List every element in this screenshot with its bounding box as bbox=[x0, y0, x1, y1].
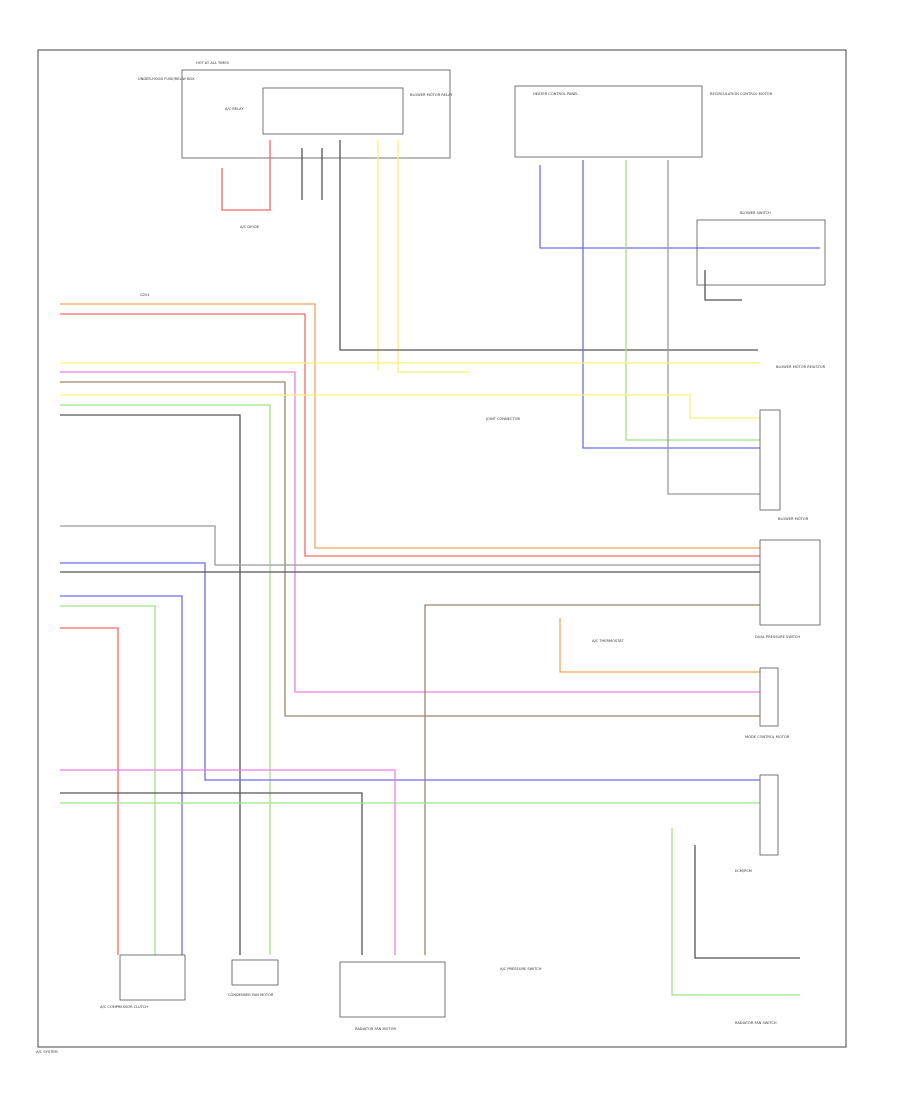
wire-yellow-2 bbox=[60, 394, 760, 419]
dual-pressure-switch-label: DUAL PRESSURE SWITCH bbox=[755, 635, 800, 639]
wire-brown-mid bbox=[424, 604, 760, 955]
condenser-fan-label: CONDENSER FAN MOTOR bbox=[228, 993, 274, 997]
radiator-fan-label: RADIATOR FAN MOTOR bbox=[355, 1027, 396, 1031]
wire-pink-main bbox=[60, 371, 760, 693]
compressor-clutch-box bbox=[119, 954, 186, 1001]
wire-dark-relay bbox=[339, 140, 758, 351]
wire-blue-heater-2 bbox=[582, 160, 760, 449]
wire-dark-lower bbox=[60, 792, 363, 955]
ac-thermostat-label: A/C THERMOSTAT bbox=[592, 639, 624, 643]
hot-at-all-times-label: HOT AT ALL TIMES bbox=[196, 61, 230, 65]
wire-dark-switch bbox=[704, 270, 742, 301]
wire-green-ecm bbox=[671, 828, 800, 996]
underhood-fuse-box bbox=[181, 69, 451, 159]
wire-green-heater bbox=[625, 160, 760, 441]
recirc-control-label: RECIRCULATION CONTROL MOTOR bbox=[710, 92, 773, 96]
wire-green-main bbox=[60, 404, 271, 955]
radiator-fan-box bbox=[339, 961, 446, 1018]
wire-gray-heater bbox=[667, 160, 760, 495]
blower-motor-label: BLOWER MOTOR bbox=[778, 517, 809, 521]
wire-red-mid bbox=[60, 627, 119, 955]
ground-label: G201 bbox=[140, 293, 150, 297]
diagram-frame bbox=[37, 49, 847, 1048]
mode-motor-label: MODE CONTROL MOTOR bbox=[745, 735, 790, 739]
wire-gray-mid bbox=[60, 525, 760, 566]
dual-pressure-connector bbox=[759, 539, 821, 626]
wire-red-main bbox=[60, 313, 760, 557]
wire-dark-ecm bbox=[694, 845, 800, 959]
wire-pink-lower bbox=[60, 769, 396, 955]
heater-control-box bbox=[514, 85, 703, 158]
mode-motor-connector bbox=[759, 667, 779, 727]
blower-relay-label: BLOWER MOTOR RELAY bbox=[410, 93, 453, 97]
ac-pressure-switch-label: A/C PRESSURE SWITCH bbox=[500, 967, 542, 971]
wire-red-fuse bbox=[221, 140, 271, 211]
heater-control-label: HEATER CONTROL PANEL bbox=[533, 92, 578, 96]
diagram-footer: A/C SYSTEM bbox=[36, 1050, 58, 1054]
wire-orange-mid bbox=[559, 618, 760, 673]
blower-motor-connector bbox=[759, 409, 781, 511]
underhood-fuse-box-label: UNDER-HOOD FUSE/RELAY BOX bbox=[138, 77, 195, 81]
resistor-label: BLOWER MOTOR RESISTOR bbox=[776, 365, 826, 369]
blower-relay-box bbox=[262, 87, 404, 135]
radiator-fan-switch-label: RADIATOR FAN SWITCH bbox=[735, 1021, 777, 1025]
wire-orange-main bbox=[60, 303, 760, 549]
compressor-clutch-label: A/C COMPRESSOR CLUTCH bbox=[100, 1005, 148, 1009]
wire-blue-mid-2 bbox=[60, 595, 183, 955]
ecm-connector bbox=[759, 774, 779, 856]
blower-switch-label: BLOWER SWITCH bbox=[740, 211, 771, 215]
wire-dark-main bbox=[60, 414, 241, 955]
blower-switch-box bbox=[696, 219, 826, 286]
junction-connector-label: JOINT CONNECTOR bbox=[485, 417, 520, 421]
wire-blue-mid bbox=[60, 562, 760, 781]
wire-brown-main bbox=[60, 381, 760, 717]
ac-relay-label: A/C RELAY bbox=[225, 107, 244, 111]
condenser-fan-box bbox=[231, 959, 279, 986]
ecm-pcm-label: ECM/PCM bbox=[735, 869, 752, 873]
wire-green-mid bbox=[60, 605, 156, 955]
ac-diode-label: A/C DIODE bbox=[240, 225, 260, 229]
wire-blue-heater bbox=[539, 165, 820, 249]
wire-yellow-relay bbox=[377, 140, 470, 373]
